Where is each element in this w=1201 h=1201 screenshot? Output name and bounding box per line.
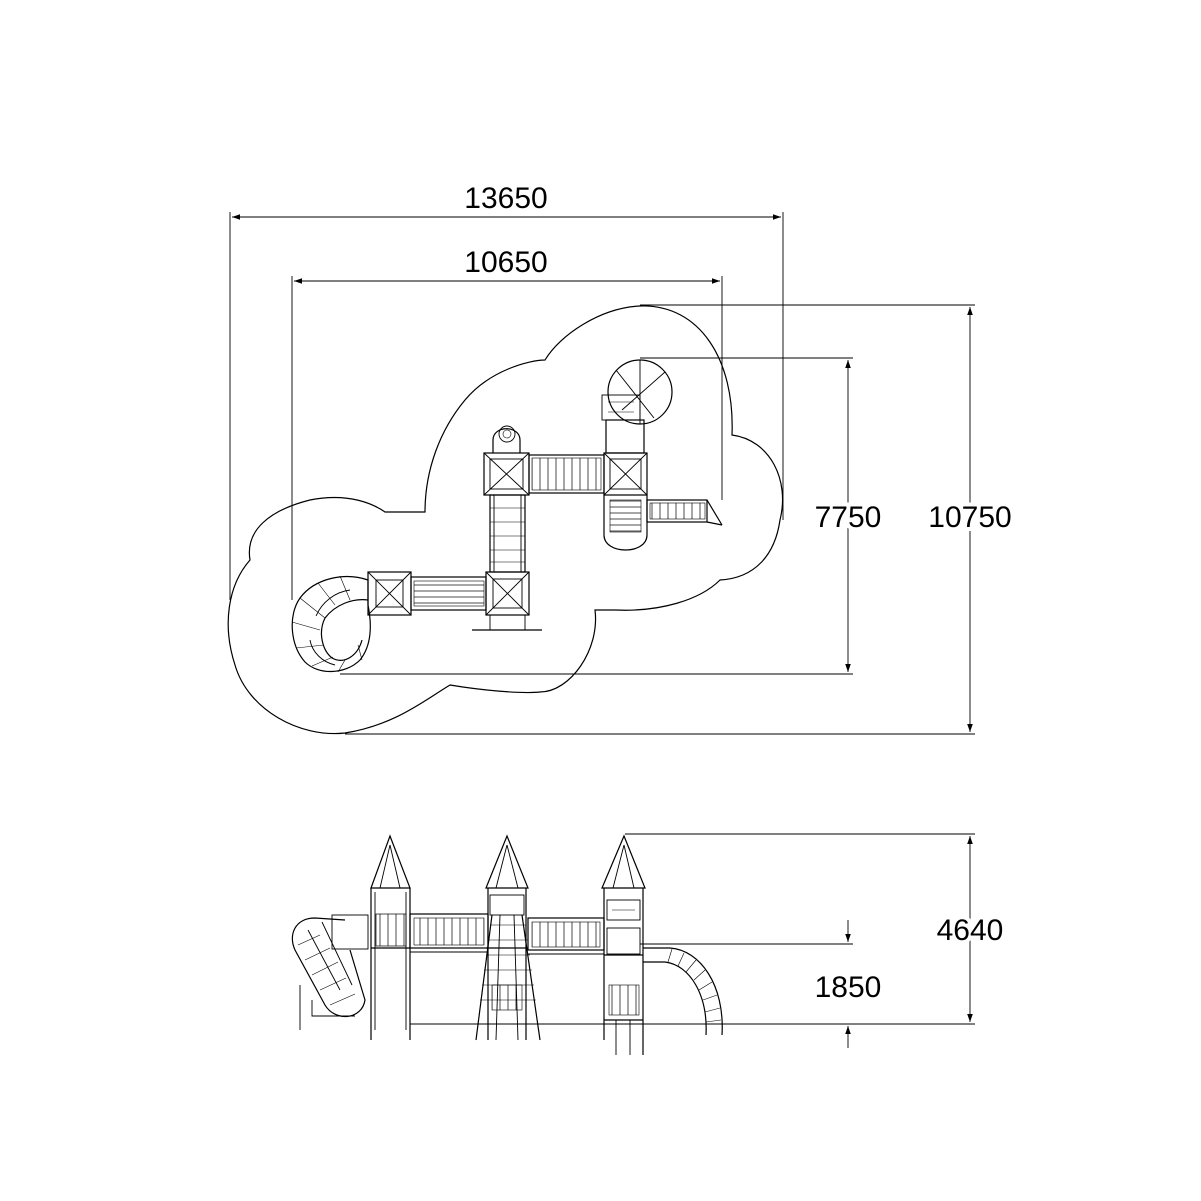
plan-upper-middle-tower	[483, 425, 530, 496]
dimension-overall-height: 4640	[625, 833, 1007, 1022]
dimension-platform-height: 1850	[640, 920, 881, 1048]
elevation-right-tower	[601, 834, 646, 1055]
plan-lower-bridge	[410, 576, 487, 611]
elevation-tube-slide	[291, 914, 369, 1030]
elevation-right-bridge	[527, 917, 605, 955]
plan-right-tower	[601, 359, 673, 551]
plan-right-slide	[646, 499, 723, 526]
dimension-label-structure-width: 10650	[464, 246, 547, 279]
plan-tube-slide	[291, 575, 371, 673]
plan-view: 13650 10650 7750 10750	[227, 182, 1016, 735]
dimension-structure-width: 10650	[291, 246, 723, 600]
plan-left-tower	[367, 571, 412, 616]
dimension-label-overall-depth: 10750	[928, 501, 1011, 534]
dimension-overall-width: 13650	[229, 182, 784, 600]
safety-zone-outline	[227, 305, 784, 735]
elevation-left-bridge	[409, 913, 489, 953]
elevation-left-tower	[370, 834, 411, 1040]
elevation-middle-tower	[475, 834, 541, 1041]
plan-top-bridge	[528, 454, 605, 494]
elevation-view: 4640 1850	[291, 833, 1007, 1055]
dimension-label-overall-width: 13650	[464, 182, 547, 215]
dimension-label-overall-height: 4640	[937, 914, 1004, 947]
dimension-overall-depth: 10750	[345, 304, 1016, 735]
dimension-label-platform-height: 1850	[815, 971, 882, 1004]
dimension-label-structure-depth: 7750	[815, 501, 882, 534]
plan-vertical-bridge	[489, 494, 526, 573]
elevation-right-slide	[643, 947, 723, 1036]
dimension-structure-depth: 7750	[340, 357, 885, 675]
